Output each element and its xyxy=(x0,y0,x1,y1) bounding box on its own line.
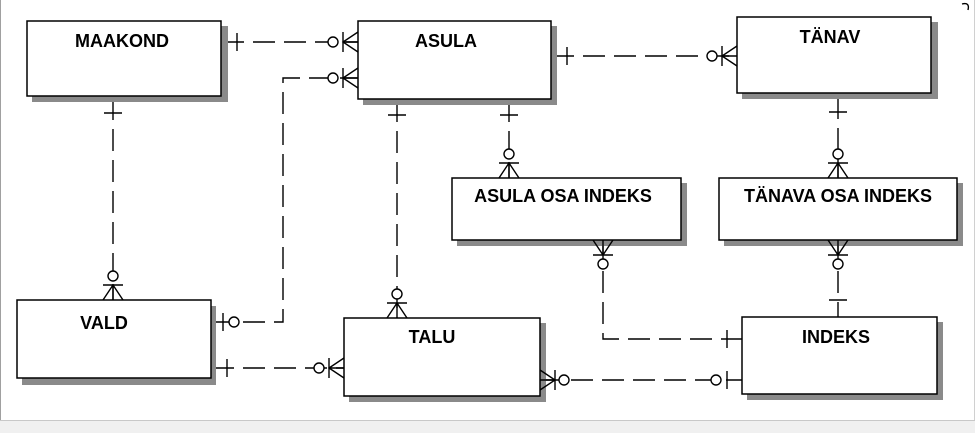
entity-asula[interactable]: ASULA xyxy=(357,20,557,105)
marker-zero-vald-asula xyxy=(327,72,339,84)
entity-label-tanav: TÄNAV xyxy=(800,27,861,47)
marker-zero-asula-aoi xyxy=(503,148,515,160)
marker-many-asula-aoi xyxy=(498,161,520,179)
marker-many-indeks-talu xyxy=(539,369,557,391)
marker-many-asula-talu xyxy=(386,301,408,319)
entity-talu[interactable]: TALU xyxy=(343,317,546,402)
marker-zero-maakond-vald xyxy=(107,270,119,282)
entity-label-asula: ASULA xyxy=(415,31,477,51)
entity-vald[interactable]: VALD xyxy=(16,299,216,385)
corner-mark-icon xyxy=(961,2,970,11)
marker-many-indeks-aoi xyxy=(592,239,614,257)
marker-zero-asula-talu xyxy=(391,288,403,300)
rel-indeks-asula-osa-indeks xyxy=(602,240,742,340)
entity-label-talu: TALU xyxy=(409,327,456,347)
entity-indeks[interactable]: INDEKS xyxy=(741,316,943,400)
marker-many-maakond-vald xyxy=(102,283,124,301)
marker-zero-vald-talu xyxy=(313,362,325,374)
marker-many-maakond-asula xyxy=(341,31,359,53)
rel-vald-asula xyxy=(212,77,358,323)
marker-zero-maakond-asula xyxy=(327,36,339,48)
status-strip xyxy=(0,420,975,433)
entity-label-asula-osa-indeks: ASULA OSA INDEKS xyxy=(474,186,652,206)
marker-many-tanav-toi xyxy=(827,161,849,179)
marker-many-indeks-toi xyxy=(827,239,849,257)
marker-zero-indeks-toi xyxy=(832,258,844,270)
entity-tanav[interactable]: TÄNAV xyxy=(736,16,938,99)
marker-zero-tanav-toi xyxy=(832,148,844,160)
entity-label-maakond: MAAKOND xyxy=(75,31,169,51)
marker-zero-vald-asula-vald xyxy=(228,316,240,328)
cardinality-markers xyxy=(102,31,849,391)
marker-many-vald-asula xyxy=(341,67,359,89)
entity-maakond[interactable]: MAAKOND xyxy=(26,20,228,102)
entity-tanava-osa-indeks[interactable]: TÄNAVA OSA INDEKS xyxy=(718,177,963,246)
marker-zero-indeks-talu-indeks xyxy=(710,374,722,386)
marker-many-asula-tanav xyxy=(720,45,738,67)
er-diagram: MAAKOND ASULA TÄNAV ASULA OSA INDEKS TÄN… xyxy=(16,2,970,402)
marker-zero-indeks-aoi xyxy=(597,258,609,270)
entity-asula-osa-indeks[interactable]: ASULA OSA INDEKS xyxy=(451,177,687,246)
marker-zero-indeks-talu xyxy=(558,374,570,386)
marker-zero-asula-tanav xyxy=(706,50,718,62)
entity-label-vald: VALD xyxy=(80,313,128,333)
entity-label-tanava-osa-indeks: TÄNAVA OSA INDEKS xyxy=(744,186,932,206)
marker-many-vald-talu xyxy=(327,357,345,379)
entity-label-indeks: INDEKS xyxy=(802,327,870,347)
